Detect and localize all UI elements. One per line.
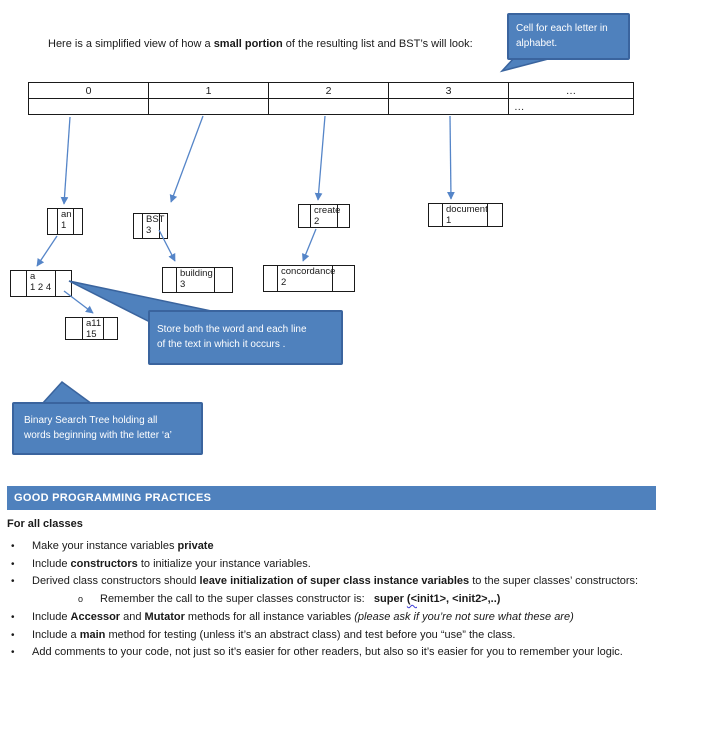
node-lines: 2 [281, 276, 287, 288]
node-lines: 15 [86, 328, 97, 340]
node-word: document [446, 204, 488, 215]
node-building: building 3 [162, 267, 233, 293]
node-value-cell: a 1 2 4 [27, 270, 56, 297]
node-left-cell [133, 213, 143, 239]
bullet-text: Include Accessor and Mutator methods for… [32, 610, 574, 623]
node-a: a 1 2 4 [10, 270, 72, 297]
binary-callout-text: Binary Search Tree holding all words beg… [24, 415, 172, 441]
bullet-icon: • [11, 541, 15, 552]
table-header-cell-3: 3 [388, 82, 509, 99]
node-word: concordance [281, 266, 336, 277]
intro-text: Here is a simplified view of how a small… [48, 38, 473, 50]
bullet-item: • Include a main method for testing (unl… [7, 627, 705, 645]
bullet-item: • Include constructors to initialize you… [7, 556, 705, 574]
node-create: create 2 [298, 204, 350, 228]
bullet-text: Make your instance variables private [32, 540, 214, 552]
node-lines: 2 [314, 215, 320, 227]
store-callout: Store both the word and each line of the… [148, 310, 343, 365]
cell-callout-text: Cell for each letter in alphabet. [516, 23, 608, 49]
arrow-create-to-concordance [302, 228, 317, 262]
arrow-col2-to-create [314, 115, 326, 201]
arrow-col0-to-an [60, 116, 71, 205]
node-left-cell [162, 267, 177, 293]
node-document: document 1 [428, 203, 503, 227]
bullet-text: Remember the call to the super classes c… [100, 593, 501, 606]
table-header-cell-2: 2 [268, 82, 389, 99]
table-cell-2 [268, 98, 389, 115]
practices-body: For all classes • Make your instance var… [7, 517, 705, 662]
cell-callout: Cell for each letter in alphabet. [507, 13, 630, 60]
node-right-cell [333, 265, 355, 292]
node-word: a11 [86, 318, 102, 329]
node-right-cell [56, 270, 72, 297]
node-value-cell: create 2 [311, 204, 341, 228]
table-header-cell-1: 1 [148, 82, 269, 99]
node-right-cell [215, 267, 233, 293]
node-lines: 3 [180, 278, 186, 290]
node-left-cell [65, 317, 83, 340]
table-header-cell-0: 0 [28, 82, 149, 99]
node-right-cell [160, 213, 168, 239]
node-lines: 3 [146, 224, 152, 236]
node-left-cell [298, 204, 311, 228]
node-concordance: concordance 2 [263, 265, 355, 292]
node-left-cell [47, 208, 58, 235]
node-right-cell [74, 208, 83, 235]
node-word: a [30, 271, 36, 282]
store-callout-text: Store both the word and each line of the… [157, 324, 307, 350]
table-cell-ellipsis: … [508, 98, 634, 115]
node-lines: 1 [61, 219, 67, 231]
bullet-icon: • [11, 611, 15, 623]
bullet-text: Include a main method for testing (unles… [32, 628, 516, 641]
node-lines: 1 2 4 [30, 281, 52, 293]
table-cell-3 [388, 98, 509, 115]
node-value-cell: BST 3 [143, 213, 165, 239]
node-word: create [314, 205, 341, 216]
bullet-text: Add comments to your code, not just so i… [32, 646, 623, 659]
node-left-cell [428, 203, 443, 227]
node-left-cell [10, 270, 27, 297]
node-an: an 1 [47, 208, 83, 235]
table-header-row: 0 1 2 3 … [28, 82, 634, 99]
bullet-icon: • [11, 576, 15, 588]
bullet-item: • Make your instance variables private [7, 538, 705, 556]
node-a11: a11 15 [65, 317, 118, 340]
node-value-cell: building 3 [177, 267, 215, 293]
bullet-text: Include constructors to initialize your … [32, 557, 311, 570]
node-word: an [61, 209, 72, 220]
hash-index-table: 0 1 2 3 … … [28, 82, 634, 115]
node-value-cell: an 1 [58, 208, 74, 235]
node-value-cell: document 1 [443, 203, 488, 227]
node-right-cell [338, 204, 350, 228]
arrow-col1-to-bst [169, 115, 204, 203]
node-right-cell [488, 203, 503, 227]
bullet-icon: • [11, 629, 15, 641]
bullet-item: • Derived class constructors should leav… [7, 573, 705, 591]
practices-subheader: For all classes [7, 518, 83, 530]
table-cell-0 [28, 98, 149, 115]
bullet-icon: • [11, 647, 15, 659]
node-left-cell [263, 265, 278, 292]
binary-callout: Binary Search Tree holding all words beg… [12, 402, 203, 455]
node-value-cell: a11 15 [83, 317, 104, 340]
node-value-cell: concordance 2 [278, 265, 336, 292]
arrow-col3-to-document [447, 115, 455, 200]
bullet-text: Derived class constructors should leave … [32, 575, 639, 588]
bullet-icon: • [11, 558, 15, 570]
node-bst: BST 3 [133, 213, 168, 239]
node-right-cell [104, 317, 118, 340]
bullet-item: • Include Accessor and Mutator methods f… [7, 609, 705, 627]
node-lines: 1 [446, 214, 452, 226]
table-cell-1 [148, 98, 269, 115]
sub-bullet-icon: o [78, 594, 84, 605]
binary-callout-tail [40, 380, 95, 405]
bullet-item: • Add comments to your code, not just so… [7, 644, 705, 662]
arrow-an-to-a [36, 235, 58, 267]
node-word: BST [146, 214, 165, 225]
section-header-bar: GOOD PROGRAMMING PRACTICES [7, 486, 656, 510]
table-header-cell-ellipsis: … [508, 82, 634, 99]
table-pointer-row: … [28, 98, 634, 115]
node-word: building [180, 268, 213, 279]
sub-bullet-item: o Remember the call to the super classes… [74, 591, 705, 609]
